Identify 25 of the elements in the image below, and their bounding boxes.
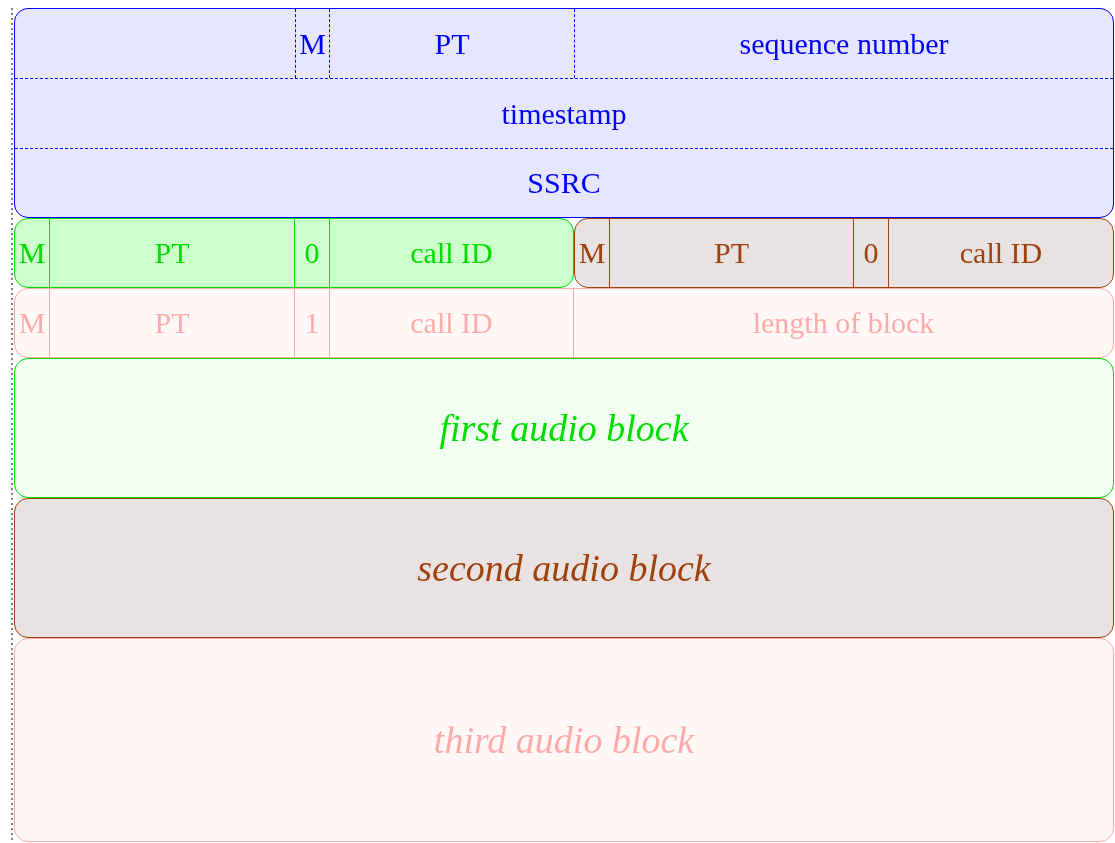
field-label: PT	[330, 9, 574, 78]
subheader-box	[14, 288, 1114, 358]
audio-block: second audio block	[14, 498, 1114, 638]
field-label: M	[15, 289, 50, 357]
field-label: M	[15, 219, 50, 287]
field-label: call ID	[889, 219, 1113, 287]
field-label: 0	[295, 219, 330, 287]
field-label: sequence number	[574, 9, 1113, 78]
header-box	[14, 8, 1114, 218]
field-label: SSRC	[15, 148, 1113, 217]
subheader-box	[14, 218, 574, 288]
field-label: M	[295, 9, 330, 78]
field-label: 0	[854, 219, 889, 287]
field-label: PT	[610, 219, 854, 287]
field-label: length of block	[574, 289, 1113, 357]
field-label: M	[575, 219, 610, 287]
field-label: call ID	[330, 219, 573, 287]
field-label: 1	[295, 289, 330, 357]
field-label: PT	[50, 289, 295, 357]
field-label: call ID	[330, 289, 574, 357]
audio-block: third audio block	[14, 638, 1114, 842]
audio-block: first audio block	[14, 358, 1114, 498]
subheader-box	[574, 218, 1114, 288]
field-label: timestamp	[15, 78, 1113, 148]
field-label: PT	[50, 219, 295, 287]
